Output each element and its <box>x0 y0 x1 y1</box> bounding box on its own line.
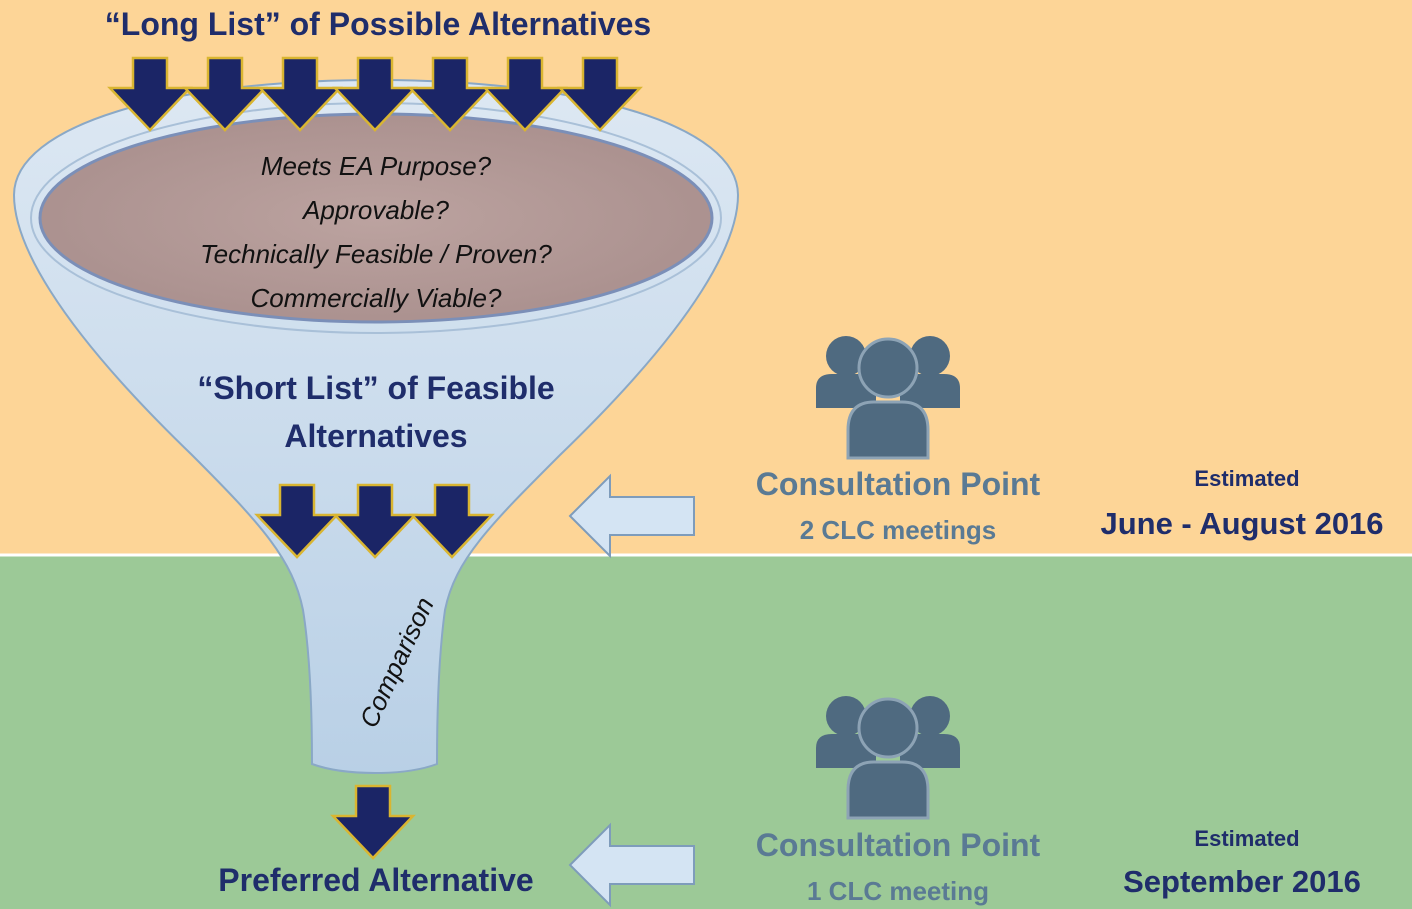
screening-criteria: Meets EA Purpose? Approvable? Technicall… <box>110 144 642 320</box>
preferred-alternative-title: Preferred Alternative <box>218 862 534 898</box>
consultation-point-title: Consultation Point <box>755 466 1041 502</box>
long-list-title: “Long List” of Possible Alternatives <box>104 6 652 42</box>
estimate-date: June - August 2016 <box>1100 506 1384 541</box>
short-list-title: “Short List” of Feasible Alternatives <box>197 370 555 454</box>
estimate-label: Estimated <box>1194 826 1300 851</box>
criteria-item: Meets EA Purpose? <box>260 151 492 181</box>
criteria-item: Technically Feasible / Proven? <box>200 239 552 269</box>
criteria-item: Approvable? <box>303 195 449 225</box>
estimate-date: September 2016 <box>1123 864 1361 899</box>
consultation-point-meetings: 2 CLC meetings <box>799 515 997 545</box>
estimate-label: Estimated <box>1194 466 1300 491</box>
bottom-band <box>0 555 1412 909</box>
consultation-point-title: Consultation Point <box>755 827 1041 863</box>
consultation-point-meetings: 1 CLC meeting <box>806 876 990 906</box>
criteria-item: Commercially Viable? <box>250 283 502 313</box>
